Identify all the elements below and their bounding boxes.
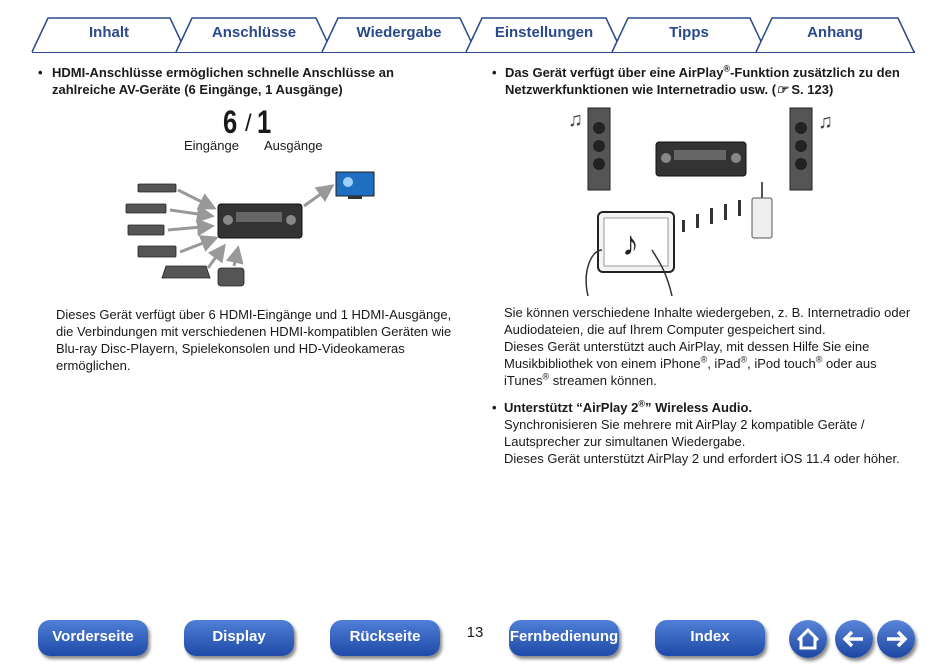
av-receiver	[217, 203, 303, 239]
inputs-count: 6	[223, 104, 238, 140]
inputs-label: Eingänge	[184, 138, 239, 153]
bullet-dot: •	[492, 65, 497, 80]
left-heading: HDMI-Anschlüsse ermöglichen schnelle Ans…	[52, 65, 394, 97]
io-count: 6 / 1	[205, 104, 305, 144]
hdmi-connection-illustration	[125, 171, 375, 287]
tab-bar-outline	[31, 17, 915, 53]
tab-inhalt[interactable]: Inhalt	[89, 24, 129, 41]
outputs-label: Ausgänge	[264, 138, 323, 153]
next-page-button[interactable]	[877, 620, 915, 658]
tab-anhang[interactable]: Anhang	[807, 24, 863, 41]
tab-tipps[interactable]: Tipps	[669, 24, 709, 41]
airplay-heading-a: Das Gerät verfügt über eine AirPlay	[505, 65, 724, 80]
right-body: Sie können verschiedene Inhalte wiederge…	[504, 304, 914, 389]
router	[751, 182, 773, 239]
bullet-dot: •	[492, 400, 497, 415]
outputs-count: 1	[257, 104, 272, 140]
airplay2-para-1: Synchronisieren Sie mehrere mit AirPlay …	[504, 417, 865, 449]
airplay2-heading: Unterstützt “AirPlay 2®” Wireless Audio.	[504, 398, 753, 415]
speaker-left	[587, 107, 611, 191]
speaker-right	[789, 107, 813, 191]
tablet: ♪	[585, 211, 675, 297]
page-reference-icon[interactable]: ☞	[776, 82, 788, 97]
wifi-waves-icon	[682, 200, 741, 232]
left-body: Dieses Gerät verfügt über 6 HDMI-Eingäng…	[56, 307, 452, 373]
airplay-heading: Das Gerät verfügt über eine AirPlay®-Fun…	[505, 64, 915, 98]
previous-page-button[interactable]	[835, 620, 873, 658]
index-button[interactable]: Index	[655, 620, 765, 656]
svg-text:♪: ♪	[622, 225, 639, 263]
tab-wiedergabe[interactable]: Wiedergabe	[356, 24, 442, 41]
tv-display	[335, 171, 375, 199]
front-panel-button[interactable]: Vorderseite	[38, 620, 148, 656]
page-reference-link[interactable]: S. 123)	[791, 82, 834, 97]
source-devices	[125, 183, 245, 287]
tab-bar: Inhalt Anschlüsse Wiedergabe Einstellung…	[0, 0, 950, 56]
arrow-left-icon	[842, 630, 863, 648]
airplay2-para-2: Dieses Gerät unterstützt AirPlay 2 und e…	[504, 451, 900, 466]
home-icon	[796, 627, 820, 650]
home-button[interactable]	[789, 620, 827, 658]
airplay-heading-b: -Funktion zusätzlich zu den Netzwerkfunk…	[505, 65, 900, 97]
av-receiver	[655, 141, 747, 177]
airplay2-section: Unterstützt “AirPlay 2®” Wireless Audio.…	[504, 399, 914, 467]
airplay-para-1: Sie können verschiedene Inhalte wiederge…	[504, 305, 911, 337]
tab-einstellungen[interactable]: Einstellungen	[494, 24, 594, 41]
tab-anschluesse[interactable]: Anschlüsse	[211, 24, 297, 41]
music-note-icon: ♫	[818, 111, 833, 133]
display-button[interactable]: Display	[184, 620, 294, 656]
rear-panel-button[interactable]: Rückseite	[330, 620, 440, 656]
page-number: 13	[466, 624, 484, 641]
bullet-dot: •	[38, 65, 43, 80]
airplay-para-2: Dieses Gerät unterstützt auch AirPlay, m…	[504, 339, 877, 388]
arrow-right-icon	[887, 630, 908, 648]
music-note-icon: ♫	[568, 109, 583, 131]
remote-control-button[interactable]: Fernbedienung	[509, 620, 619, 656]
reg-mark: ®	[723, 63, 731, 74]
count-separator: /	[245, 110, 252, 137]
airplay-illustration: ♫ ♫ ♪	[568, 107, 833, 297]
